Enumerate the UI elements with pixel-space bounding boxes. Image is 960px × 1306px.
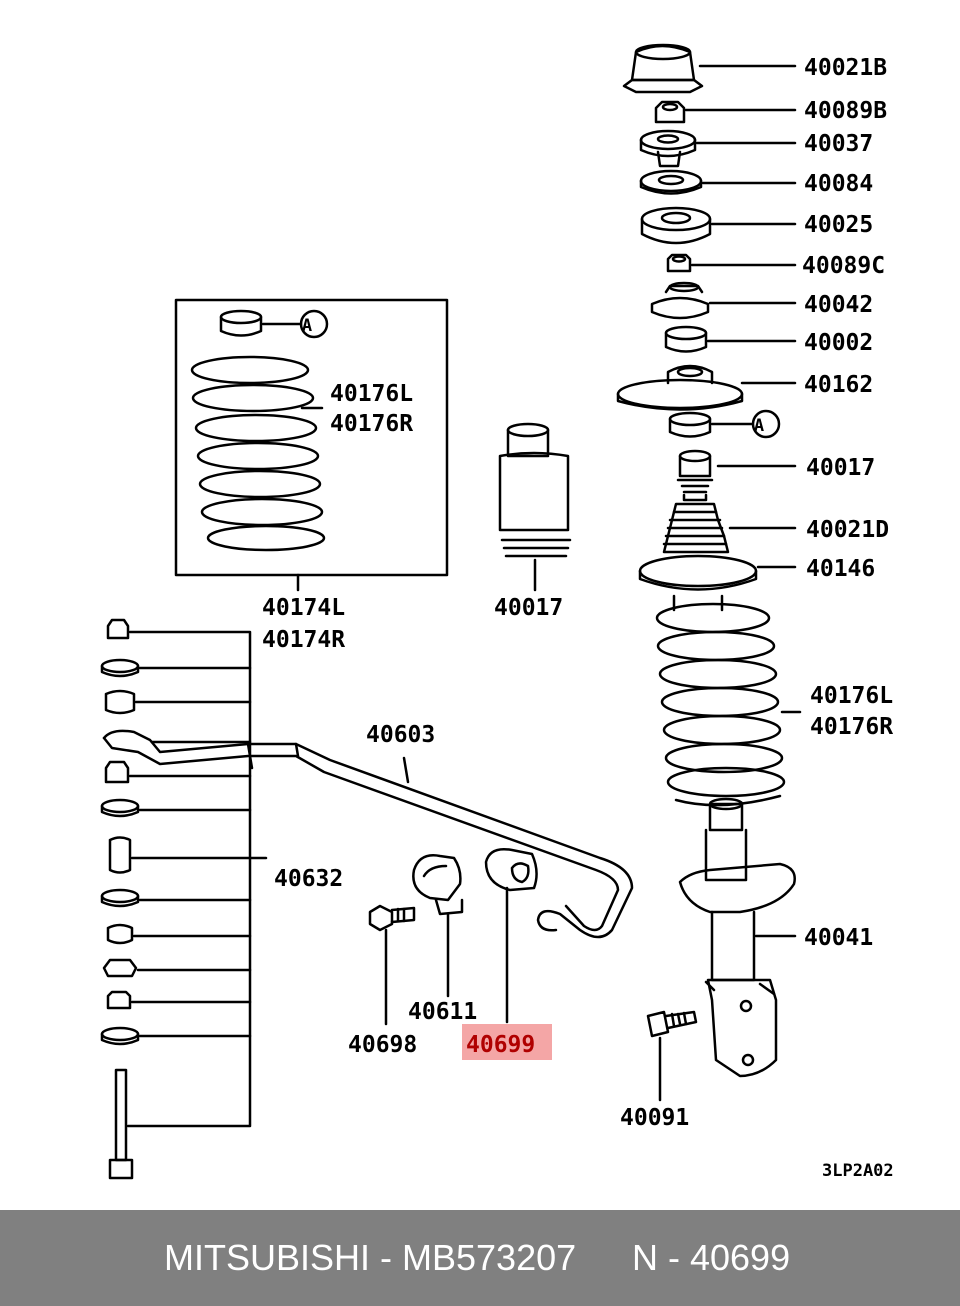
part-40084-bearing [639, 169, 703, 195]
ref-circle-a-right [751, 409, 781, 439]
spring-box-frame [174, 298, 449, 577]
callout-40162: 40162 [804, 372, 873, 398]
callout-40002: 40002 [804, 330, 873, 356]
part-40632-link-kit [100, 618, 140, 1180]
part-40698-bolt [368, 904, 416, 932]
part-40699-bushing[interactable] [484, 848, 538, 892]
callout-40021d: 40021D [806, 517, 889, 543]
callout-40176r-box: 40176R [330, 411, 413, 437]
part-40017-bumper-center [498, 422, 572, 558]
ref-label-a-right: A [754, 416, 764, 436]
highlight-40699 [462, 1024, 552, 1060]
callout-40176l-right: 40176L [810, 683, 893, 709]
callout-40698: 40698 [348, 1032, 417, 1058]
part-40146-seat [638, 554, 758, 612]
callout-40041: 40041 [804, 925, 873, 951]
callout-40611: 40611 [408, 999, 477, 1025]
ref-circle-a-box [299, 309, 329, 339]
part-40162-upper-seat [616, 364, 744, 411]
ref-label-a-box: A [302, 316, 312, 336]
part-40021d-boot [662, 502, 730, 554]
part-40002-bushing [664, 325, 708, 353]
callout-40025: 40025 [804, 212, 873, 238]
part-40603-stabilizer-bar [102, 729, 634, 939]
footer-brand-part-number: MITSUBISHI - MB573207 [164, 1237, 577, 1278]
callout-40089c: 40089C [802, 253, 885, 279]
callout-40091: 40091 [620, 1105, 689, 1131]
part-40091-bolt [646, 1010, 698, 1038]
part-40176-spring-box [190, 355, 326, 552]
part-40089b-nut [654, 100, 686, 124]
callout-40603: 40603 [366, 722, 435, 748]
footer-bar: MITSUBISHI - MB573207 N - 40699 [0, 1210, 960, 1306]
callout-40176r-right: 40176R [810, 714, 893, 740]
callout-40699-highlighted[interactable]: 40699 [466, 1032, 535, 1058]
callout-40021b: 40021B [804, 55, 887, 81]
part-40025-insulator [640, 206, 712, 245]
part-40089c-nut [666, 253, 692, 273]
part-40176-spring-right [655, 602, 786, 807]
part-a-bushing-box [219, 309, 263, 337]
part-40037-washer [639, 129, 697, 168]
callout-40174r: 40174R [262, 627, 345, 653]
part-40611-bracket [412, 854, 464, 916]
callout-40632: 40632 [274, 866, 343, 892]
part-a-bushing-right [668, 411, 712, 438]
callout-40017-center: 40017 [494, 595, 563, 621]
callout-40037: 40037 [804, 131, 873, 157]
callout-40174l: 40174L [262, 595, 345, 621]
callout-40146: 40146 [806, 556, 875, 582]
callout-40042: 40042 [804, 292, 873, 318]
callout-40084: 40084 [804, 171, 873, 197]
part-40021b-cap [622, 43, 704, 94]
callout-40089b: 40089B [804, 98, 887, 124]
part-40041-shock [678, 797, 796, 1078]
link-kit-bracket [126, 630, 268, 1128]
parts-diagram: 40021B 40089B 40037 40084 40025 40089C 4… [100, 43, 894, 1181]
part-40042-seat [650, 281, 710, 320]
footer-reference-number: N - 40699 [632, 1237, 791, 1278]
callout-40017-right: 40017 [806, 455, 875, 481]
callout-40176l-box: 40176L [330, 381, 413, 407]
diagram-code: 3LP2A02 [822, 1161, 894, 1181]
part-40017-bumper-right [676, 449, 714, 502]
